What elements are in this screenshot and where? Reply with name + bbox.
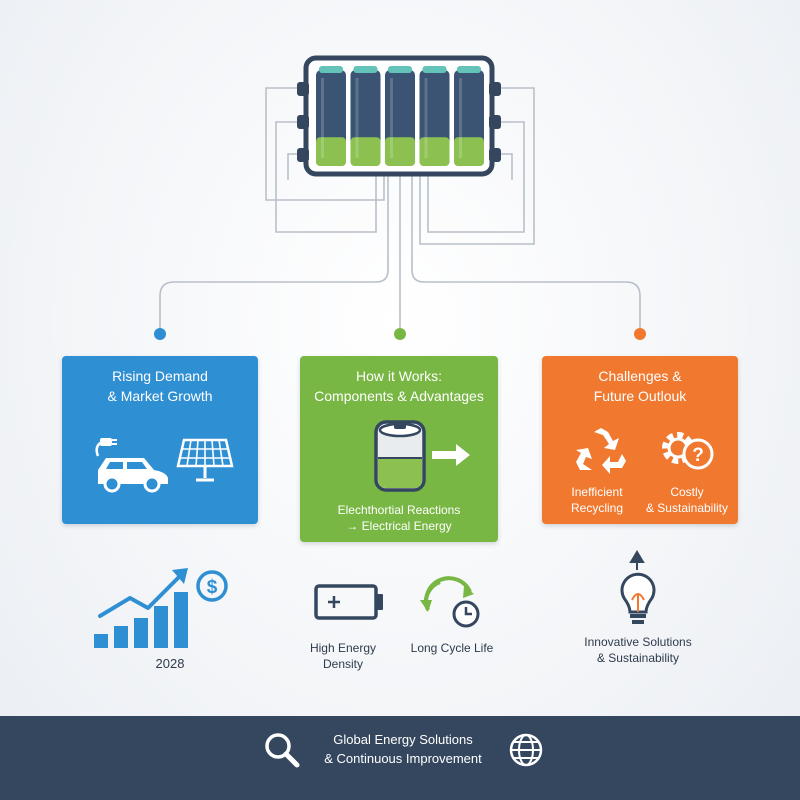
growth-year-label: 2028 (155, 656, 185, 671)
node-dot-orange (634, 328, 646, 340)
ev-charging-car-icon (95, 438, 168, 493)
svg-text:$: $ (207, 577, 218, 598)
panel-how-it-works: How it Works: Components & Advantages El… (300, 356, 498, 542)
innovative-solutions-label: Innovative Solutions & Sustainability (584, 635, 692, 665)
panel-title-demand: Rising Demand & Market Growth (107, 368, 213, 404)
node-dot-blue (154, 328, 166, 340)
growth-chart-icon (94, 568, 188, 648)
cycle-clock-icon (420, 576, 480, 628)
high-energy-density-label: High Energy Density (309, 641, 377, 671)
battery-pack-icon (297, 55, 501, 177)
panel-title-works: How it Works: Components & Advantages (314, 368, 484, 404)
recycle-icon (576, 428, 626, 474)
panel-challenges-future: Challenges & Future Outlouk ? Inefficien… (542, 356, 738, 524)
battery-cell (350, 66, 381, 166)
battery-cell (419, 66, 450, 166)
battery-charge-icon (314, 584, 383, 620)
arrow-right-icon (432, 444, 470, 466)
footer-band: Global Energy Solutions & Continuous Imp… (0, 716, 800, 800)
lightbulb-icon (620, 550, 656, 624)
panel-caption-works: Elechthortial Reactions → Electrical Ene… (337, 503, 461, 533)
battery-cell (454, 66, 484, 166)
node-dot-green (394, 328, 406, 340)
battery-cell (385, 66, 415, 166)
gear-question-icon: ? (662, 432, 714, 470)
panel-rising-demand: Rising Demand & Market Growth (62, 356, 258, 524)
battery-cell (316, 66, 346, 166)
footer-text: Global Energy Solutions & Continuous Imp… (324, 732, 482, 766)
challenge-label-recycling: Inefficient Recycling (570, 485, 624, 515)
globe-icon (509, 733, 543, 767)
search-icon (265, 733, 300, 768)
battery-cell-icon (374, 420, 426, 492)
challenge-label-costly: Costly & Sustainability (645, 485, 729, 515)
long-cycle-life-label: Long Cycle Life (410, 641, 494, 655)
panel-title-future: Challenges & Future Outlouk (593, 368, 687, 404)
dollar-coin-icon: $ (196, 570, 228, 602)
solar-panel-icon (176, 438, 234, 482)
svg-text:?: ? (692, 445, 704, 466)
